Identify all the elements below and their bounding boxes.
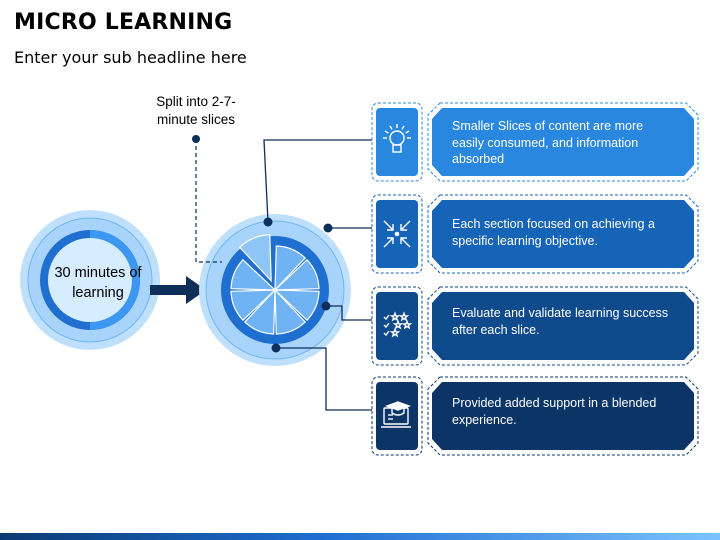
subtitle: Enter your sub headline here (14, 48, 247, 67)
card-icon-outline (371, 286, 423, 366)
card-text-outline (427, 286, 699, 366)
center-label: 30 minutes of learning (54, 265, 142, 301)
card-body (432, 108, 694, 176)
card-2 (371, 194, 699, 274)
card-body (432, 292, 694, 360)
card-1 (371, 102, 699, 182)
card-4 (371, 376, 699, 456)
pie-slice (274, 288, 307, 335)
pie-slice (230, 289, 277, 322)
card-body (432, 382, 694, 450)
card-body (432, 200, 694, 268)
bottom-accent-bar (0, 533, 720, 540)
split-label: Split into 2-7- minute slices (156, 94, 236, 127)
learning-circle (20, 210, 160, 350)
card-text-4: Provided added support in a blended expe… (452, 396, 657, 427)
card-icon-outline (371, 194, 423, 274)
pie-slice (243, 288, 276, 335)
card-icon-outline (371, 376, 423, 456)
card-text-3: Evaluate and validate learning success a… (452, 306, 669, 337)
title: MICRO LEARNING (14, 10, 233, 35)
card-icon-box (376, 382, 418, 450)
card-icon-box (376, 108, 418, 176)
card-text-1: Smaller Slices of content are more easil… (452, 119, 644, 166)
flow-arrow (150, 276, 206, 304)
checklist-stars-icon (383, 311, 413, 338)
card-icon-outline (371, 102, 423, 182)
card-text-outline (427, 194, 699, 274)
split-guide (192, 135, 222, 263)
lightbulb-icon (383, 124, 411, 153)
sliced-circle (199, 214, 351, 366)
pie-slice (230, 258, 277, 291)
pie-slice (273, 289, 320, 322)
pie-slice (274, 245, 307, 292)
card-text-outline (427, 102, 699, 182)
online-graduation-icon (381, 401, 412, 428)
connectors (263, 139, 372, 411)
connector-dots (263, 217, 333, 353)
card-3 (371, 286, 699, 366)
focus-arrows-icon (383, 220, 411, 248)
card-text-2: Each section focused on achieving a spec… (452, 217, 655, 248)
pie-slice (273, 258, 320, 291)
pie-slice (238, 234, 272, 283)
card-text-outline (427, 376, 699, 456)
